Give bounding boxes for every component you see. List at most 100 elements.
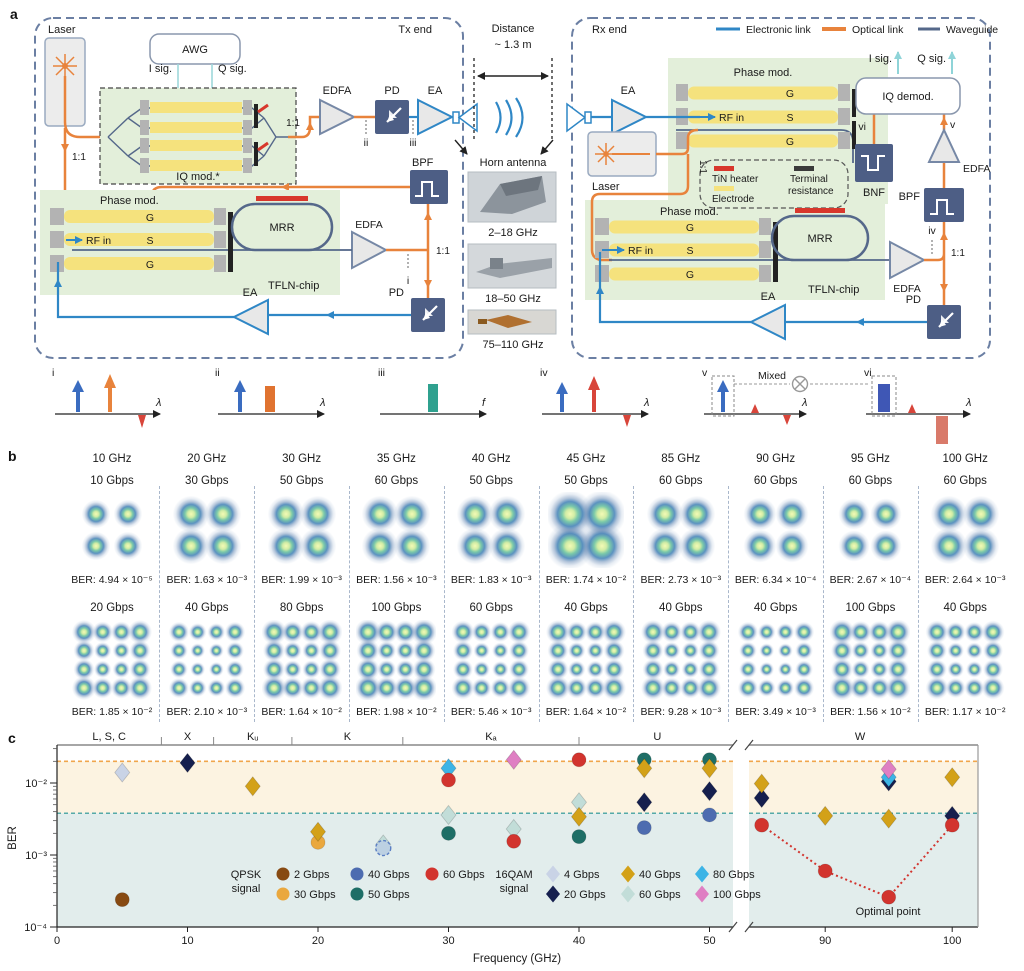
column-separator	[443, 486, 445, 722]
data-point	[701, 758, 718, 779]
rx-tfln-chip-upper	[668, 58, 888, 204]
rx-horn-icon	[566, 102, 587, 133]
arrow-up-icon	[596, 286, 604, 294]
constellation-16qam	[546, 620, 626, 700]
band-label: X	[184, 731, 192, 743]
tx-tfln-label: TFLN-chip	[268, 280, 319, 292]
arrow-up-icon	[424, 212, 432, 220]
panel-b-label: b	[8, 448, 17, 464]
tin-heater-label: TiN heater	[712, 174, 759, 185]
qam-ber-value: BER: 2.10 × 10⁻³	[166, 706, 248, 718]
rx-coupler2: 1:1	[951, 248, 965, 259]
carrier-frequency: 85 GHz	[661, 453, 701, 465]
pointer-arrow	[454, 139, 468, 155]
qam-legend-title: signal	[500, 883, 529, 895]
lambda-axis-label: λ	[643, 397, 649, 409]
rx-s2: S	[686, 245, 693, 257]
data-point	[309, 821, 327, 842]
arrow-up-icon	[54, 279, 62, 287]
qam-ber-value: BER: 1.64 × 10⁻²	[261, 706, 342, 718]
horn-range-1: 2–18 GHz	[488, 227, 538, 239]
constellation-qpsk	[737, 492, 814, 568]
tx-laser-label: Laser	[48, 24, 76, 36]
constellation-qpsk	[642, 492, 719, 568]
constellation-16qam	[735, 620, 816, 700]
tx-mrr-ring	[230, 202, 334, 252]
tx-coupler3: 1:1	[436, 246, 450, 257]
iq-mod-label: IQ mod.*	[176, 171, 220, 183]
awg-label: AWG	[182, 44, 208, 56]
data-point	[753, 787, 770, 809]
legend-marker	[546, 885, 560, 903]
rx-bpf-label: BPF	[899, 191, 921, 203]
legend-marker	[276, 887, 290, 901]
data-point	[571, 829, 587, 845]
axis-break-mark	[728, 739, 738, 751]
band-label: K	[344, 731, 352, 743]
column-separator	[254, 486, 256, 722]
chip-legend: TiN heater Electrode Terminal resistance	[699, 159, 849, 209]
band-label: Kᵤ	[247, 731, 259, 743]
x-tick-label: 50	[703, 935, 715, 947]
constellation-qpsk	[74, 492, 150, 568]
rx-bnf-label: BNF	[863, 187, 885, 199]
tx-s: S	[146, 235, 153, 247]
tx-end-label: Tx end	[398, 24, 432, 36]
legend-marker	[350, 887, 364, 901]
tick-v-label: v	[950, 119, 956, 131]
data-point	[179, 752, 196, 774]
tx-g2: G	[146, 259, 154, 271]
data-point	[880, 808, 897, 829]
column-separator	[823, 486, 824, 722]
constellation-qpsk	[548, 492, 624, 568]
lambda-axis-label: λ	[965, 397, 971, 409]
carrier-frequency: 35 GHz	[376, 453, 416, 465]
tx-pd2-label: PD	[389, 287, 404, 299]
tx-ea2-label: EA	[243, 287, 258, 299]
tx-rf-in-label: RF in	[86, 235, 111, 247]
legend-marker	[695, 885, 709, 903]
qpsk-ber-value: BER: 1.99 × 10⁻³	[261, 574, 342, 586]
tick-i-label: i	[407, 275, 409, 287]
arrow-left-icon	[281, 183, 289, 191]
spectrum-ii: ii λ	[215, 367, 325, 418]
lambda-axis-label: λ	[801, 397, 807, 409]
rx-mrr-ring	[770, 214, 870, 262]
carrier-frequency: 20 GHz	[187, 453, 227, 465]
qpsk-data-rate: 50 Gbps	[279, 475, 324, 487]
column-separator	[538, 486, 540, 722]
rx-tfln-label: TFLN-chip	[808, 284, 859, 296]
data-point	[244, 776, 261, 797]
legend-marker	[425, 867, 439, 881]
arrow-left-icon	[856, 318, 864, 326]
tx-horn-icon	[457, 102, 478, 133]
qpsk-data-rate: 30 Gbps	[185, 475, 229, 487]
data-point	[636, 758, 653, 779]
bandpass-filter	[410, 170, 448, 204]
ea-amplifier	[417, 98, 455, 136]
electrode-label: Electrode	[712, 194, 755, 205]
pointer-arrow	[540, 139, 554, 155]
rx-edfa2-label: EDFA	[963, 163, 990, 175]
rx-antenna-feed	[584, 111, 592, 124]
legend-item-label: 2 Gbps	[294, 869, 330, 881]
rx-edfa1-label: EDFA	[893, 283, 920, 295]
legend-item-label: 40 Gbps	[639, 869, 681, 881]
rx-rf-in-2: RF in	[628, 245, 653, 257]
iq-demod-box	[855, 77, 961, 115]
qpsk-data-rate: 50 Gbps	[564, 475, 608, 487]
constellation-qpsk	[832, 492, 909, 568]
qpsk-data-rate: 50 Gbps	[469, 475, 513, 487]
data-point	[441, 825, 456, 841]
horn-antenna-photo-3	[467, 309, 557, 335]
iq-mod-electrodes	[140, 100, 269, 173]
qpsk-data-rate: 60 Gbps	[753, 475, 798, 487]
rx-q-sig: Q sig.	[917, 53, 946, 65]
tick-vi-label: vi	[858, 121, 866, 133]
tick-ii-label: ii	[364, 137, 369, 149]
tx-g1: G	[146, 212, 154, 224]
